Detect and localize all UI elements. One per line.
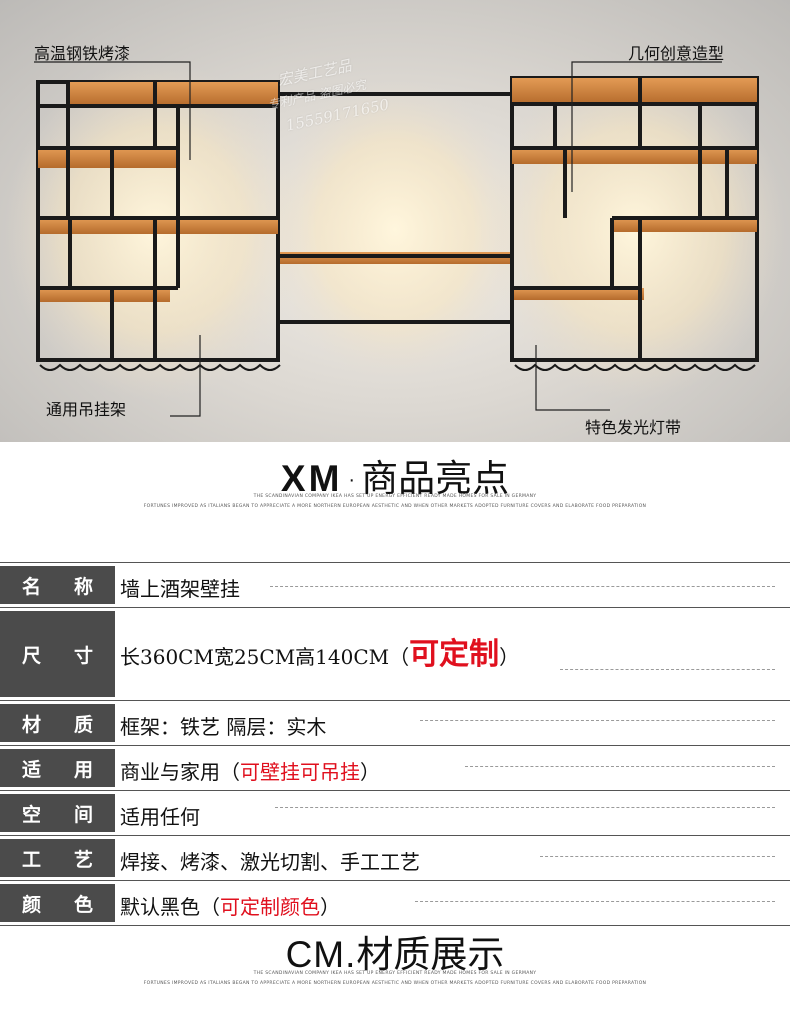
right-shelf-unit bbox=[510, 76, 759, 362]
watermark-seal: 宏美工艺品 专利产品 盗图必究 15559171650 bbox=[266, 56, 391, 135]
center-shelf bbox=[278, 92, 512, 324]
product-photo: 高温钢铁烤漆 几何创意造型 通用吊挂架 特色发光灯带 宏美工艺品 专利产品 盗图… bbox=[0, 0, 790, 442]
spec-value: 焊接、烤漆、激光切割、手工工艺 bbox=[120, 850, 420, 874]
callout-geometric-design: 几何创意造型 bbox=[628, 44, 725, 63]
spec-label: 材质 bbox=[0, 704, 115, 742]
spec-label: 尺寸 bbox=[0, 611, 115, 697]
spec-row-color: 颜色 默认黑色（可定制颜色） bbox=[0, 884, 790, 922]
spec-row-craft: 工艺 焊接、烤漆、激光切割、手工工艺 bbox=[0, 839, 790, 877]
material-heading: CM.材质展示 bbox=[285, 933, 505, 976]
highlights-heading: XM·商品亮点 bbox=[280, 457, 510, 500]
callout-lines bbox=[34, 61, 722, 417]
spec-row-usage: 适用 商业与家用（可壁挂可吊挂） bbox=[0, 749, 790, 787]
spec-value: 墙上酒架壁挂 bbox=[120, 577, 240, 601]
material-fine-print-1: THE SCANDINAVIAN COMPANY IKEA HAS SET UP… bbox=[253, 971, 537, 976]
spec-value: 适用任何 bbox=[120, 805, 200, 829]
spec-label: 工艺 bbox=[0, 839, 115, 877]
left-shelf-unit bbox=[36, 80, 280, 362]
right-glass-hanger bbox=[514, 363, 756, 371]
spec-row-name: 名称 墙上酒架壁挂 bbox=[0, 566, 790, 604]
spec-row-space: 空间 适用任何 bbox=[0, 794, 790, 832]
highlights-fine-print-2: FORTUNES IMPROVED AS ITALIANS BEGAN TO A… bbox=[143, 504, 647, 509]
callout-baked-paint: 高温钢铁烤漆 bbox=[34, 44, 131, 63]
spec-value: 商业与家用（可壁挂可吊挂） bbox=[120, 760, 380, 784]
highlights-fine-print-1: THE SCANDINAVIAN COMPANY IKEA HAS SET UP… bbox=[253, 494, 537, 499]
spec-value: 长360CM宽25CM高140CM（可定制） bbox=[120, 637, 520, 672]
wine-rack-illustration bbox=[5, 60, 785, 417]
spec-label: 空间 bbox=[0, 794, 115, 832]
spec-label: 名称 bbox=[0, 566, 115, 604]
spec-value: 默认黑色（可定制颜色） bbox=[120, 895, 340, 919]
spec-row-size: 尺寸 长360CM宽25CM高140CM（可定制） bbox=[0, 611, 790, 697]
material-fine-print-2: FORTUNES IMPROVED AS ITALIANS BEGAN TO A… bbox=[143, 981, 647, 986]
spec-label: 适用 bbox=[0, 749, 115, 787]
callout-light-strip: 特色发光灯带 bbox=[585, 418, 682, 437]
left-glass-hanger bbox=[39, 363, 281, 371]
callout-hanging-rack: 通用吊挂架 bbox=[46, 400, 127, 419]
spec-row-material: 材质 框架：铁艺 隔层：实木 bbox=[0, 704, 790, 742]
spec-label: 颜色 bbox=[0, 884, 115, 922]
spec-value: 框架：铁艺 隔层：实木 bbox=[120, 715, 327, 739]
